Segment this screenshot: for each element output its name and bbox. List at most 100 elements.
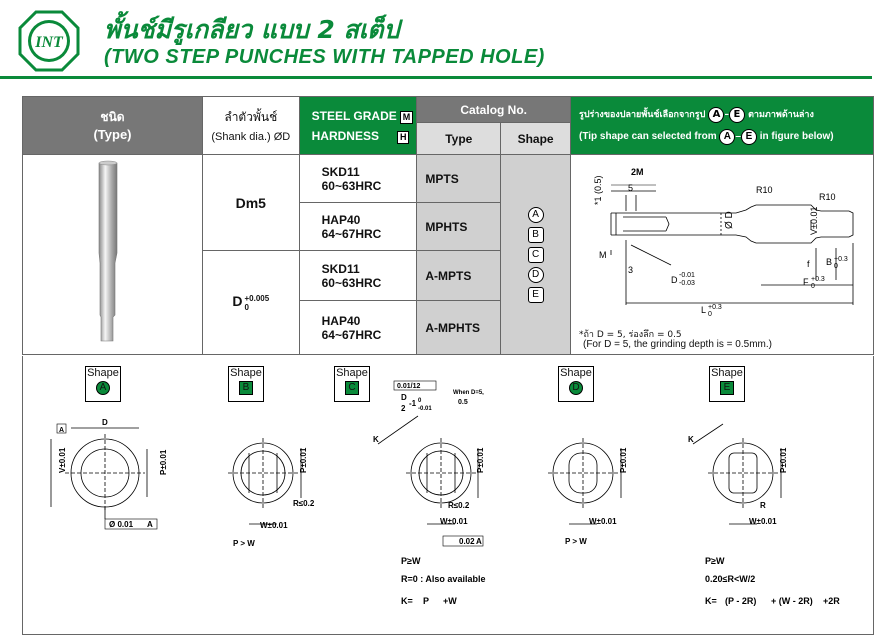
svg-text:2M: 2M xyxy=(631,167,644,177)
catalog-mphts: MPHTS xyxy=(416,202,502,251)
svg-text:K=: K= xyxy=(705,596,717,606)
svg-text:-0.01: -0.01 xyxy=(679,272,695,279)
svg-text:W±0.01: W±0.01 xyxy=(589,517,617,526)
shape-a-mark: A xyxy=(527,207,544,223)
svg-text:V±0.01: V±0.01 xyxy=(58,447,67,473)
svg-text:R10: R10 xyxy=(756,185,773,195)
svg-text:R≤0.2: R≤0.2 xyxy=(448,501,470,510)
page-title-en: (TWO STEP PUNCHES WITH TAPPED HOLE) xyxy=(104,46,545,68)
svg-text:0.01/12: 0.01/12 xyxy=(397,383,420,390)
svg-text:0: 0 xyxy=(708,311,712,318)
svg-text:A: A xyxy=(476,537,482,546)
svg-text:W±0.01: W±0.01 xyxy=(260,521,288,530)
svg-text:3: 3 xyxy=(628,265,633,275)
svg-text:+0.3: +0.3 xyxy=(708,304,722,311)
svg-text:W±0.01: W±0.01 xyxy=(749,517,777,526)
header-cat-type: Type xyxy=(416,122,502,155)
shape-e-mark: E xyxy=(527,287,544,303)
catalog-mpts: MPTS xyxy=(416,154,502,203)
svg-text:P > W: P > W xyxy=(233,539,255,548)
svg-text:P±0.01: P±0.01 xyxy=(779,447,788,473)
svg-text:L: L xyxy=(701,305,706,315)
svg-text:Ø 0.01: Ø 0.01 xyxy=(109,520,134,529)
svg-text:0: 0 xyxy=(834,263,838,270)
svg-text:0: 0 xyxy=(418,398,422,404)
svg-text:5: 5 xyxy=(628,183,633,193)
svg-text:R=0 : Also available: R=0 : Also available xyxy=(401,574,485,584)
punch-image xyxy=(98,160,118,342)
svg-text:D: D xyxy=(671,275,678,285)
svg-text:f: f xyxy=(807,259,810,269)
svg-text:+0.3: +0.3 xyxy=(834,256,848,263)
svg-text:M: M xyxy=(599,250,607,260)
header-type: ชนิด (Type) xyxy=(22,96,203,155)
svg-text:P±0.01: P±0.01 xyxy=(619,447,628,473)
svg-text:P > W: P > W xyxy=(565,537,587,546)
svg-text:0: 0 xyxy=(811,283,815,290)
svg-text:+0.3: +0.3 xyxy=(811,276,825,283)
svg-text:0.02: 0.02 xyxy=(459,537,475,546)
header-tip: รูปร่างของปลายพั้นช์เลือกจากรูป A–E ตามภ… xyxy=(569,96,875,155)
svg-text:2: 2 xyxy=(401,404,406,413)
svg-text:-0.03: -0.03 xyxy=(679,280,695,287)
title-rule xyxy=(0,76,872,79)
svg-text:B: B xyxy=(826,257,832,267)
svg-text:*1 (0.5): *1 (0.5) xyxy=(593,175,603,205)
svg-text:P≥W: P≥W xyxy=(401,556,421,566)
svg-text:D: D xyxy=(401,393,407,402)
svg-text:When D=5,: When D=5, xyxy=(453,390,484,396)
svg-text:-1: -1 xyxy=(409,399,417,408)
shape-b-mark: B xyxy=(527,227,544,243)
header-shank: ลำตัวพั้นช์ (Shank dia.) ØD xyxy=(201,96,300,155)
shapes-drawings: A D V±0.01 P±0.01 Ø 0.01 A P±0.01 R≤0.2 … xyxy=(50,380,840,606)
svg-text:+ (W - 2R): + (W - 2R) xyxy=(771,596,813,606)
catalog-a-mphts: A-MPHTS xyxy=(416,300,502,355)
svg-text:R≤0.2: R≤0.2 xyxy=(293,499,315,508)
svg-text:0.5: 0.5 xyxy=(458,399,468,406)
svg-text:Ø D: Ø D xyxy=(724,211,735,229)
int-logo: INT xyxy=(18,10,80,72)
svg-text:D: D xyxy=(102,418,108,427)
shape-d-mark: D xyxy=(527,267,544,283)
drawing-cell: 2M 5 *1 (0.5) R10 R10 Ø D V±0.01 M 3 D -… xyxy=(569,154,875,355)
logo-text: INT xyxy=(34,34,64,51)
svg-text:V±0.01: V±0.01 xyxy=(809,207,819,235)
shape-column: A B C D E xyxy=(500,154,571,355)
svg-text:K=: K= xyxy=(401,596,413,606)
svg-text:A: A xyxy=(59,427,64,434)
svg-text:+W: +W xyxy=(443,596,457,606)
spec-table: ชนิด (Type) ลำตัวพั้นช์ (Shank dia.) ØD … xyxy=(22,96,875,355)
svg-text:-0.01: -0.01 xyxy=(418,406,432,412)
catalog-a-mpts: A-MPTS xyxy=(416,250,502,301)
svg-text:R: R xyxy=(760,501,766,510)
page-title-th: พั้นช์มีรูเกลียว แบบ 2 สเต็ป xyxy=(104,15,400,44)
svg-text:P±0.01: P±0.01 xyxy=(299,447,308,473)
header-cat-shape: Shape xyxy=(500,122,571,155)
svg-text:K: K xyxy=(373,435,379,444)
svg-text:P±0.01: P±0.01 xyxy=(159,449,168,475)
punch-image-cell xyxy=(22,154,203,355)
svg-text:F: F xyxy=(803,277,809,287)
svg-text:0.20≤R<W/2: 0.20≤R<W/2 xyxy=(705,574,755,584)
shank-dm5: Dm5 xyxy=(201,154,300,251)
svg-text:+2R: +2R xyxy=(823,596,840,606)
svg-text:(P - 2R): (P - 2R) xyxy=(725,596,756,606)
svg-text:K: K xyxy=(688,435,694,444)
svg-text:W±0.01: W±0.01 xyxy=(440,517,468,526)
header-catalog: Catalog No. xyxy=(416,96,571,123)
svg-text:P≥W: P≥W xyxy=(705,556,725,566)
svg-text:R10: R10 xyxy=(819,192,836,202)
note-en: (For D = 5, the grinding depth is = 0.5m… xyxy=(582,339,772,350)
